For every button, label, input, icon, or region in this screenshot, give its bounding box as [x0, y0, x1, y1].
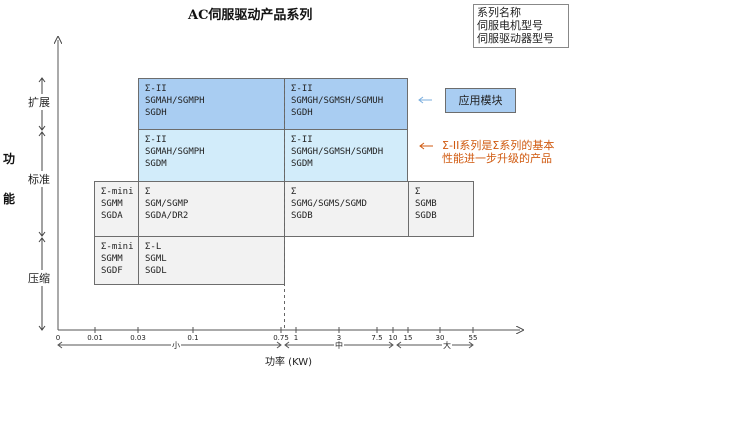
cell-sigma-l: Σ-L SGML SGDL: [138, 236, 285, 285]
x-tick-label: 0.1: [187, 334, 199, 342]
legend-series-name: 系列名称: [477, 6, 521, 19]
cell-motor: SGMM: [101, 199, 123, 209]
x-tick-label: 0.03: [130, 334, 146, 342]
cell-motor: SGMG/SGMS/SGMD: [291, 199, 367, 209]
sigma2-note: Σ-II系列是Σ系列的基本 性能进一步升级的产品: [442, 139, 554, 165]
cell-motor: SGMGH/SGMSH/SGMUH: [291, 96, 384, 106]
row-label-compact: 压缩: [28, 270, 50, 286]
range-label-large: 大: [442, 340, 452, 351]
cell-motor: SGMM: [101, 254, 123, 264]
range-arrows: [57, 341, 474, 349]
cell-standard-sigma2-medium: Σ-II SGMGH/SGMSH/SGMDH SGDM: [284, 129, 408, 182]
row-label-standard: 标准: [28, 171, 50, 187]
cell-series: Σ: [415, 187, 421, 197]
x-tick-label: 30: [435, 334, 445, 342]
x-tick-label: 7.5: [371, 334, 383, 342]
cell-sigma-mini-top: Σ-mini SGMM SGDA: [94, 181, 139, 237]
x-tick-label: 3: [336, 334, 342, 342]
x-axis-title: 功率 (KW): [265, 357, 313, 368]
x-tick-label: 1: [293, 334, 299, 342]
cell-driver: SGDH: [145, 108, 167, 118]
cell-motor: SGML: [145, 254, 167, 264]
range-label-small: 小: [171, 340, 181, 351]
cell-sigma-medium: Σ SGMG/SGMS/SGMD SGDB: [284, 181, 409, 237]
x-tick-label: 0.01: [87, 334, 103, 342]
app-module-box: 应用模块: [445, 88, 516, 113]
note-line-1: Σ-II系列是Σ系列的基本: [442, 139, 555, 152]
cell-driver: SGDF: [101, 266, 123, 276]
cell-driver: SGDM: [291, 159, 313, 169]
arrow-app-module: [418, 96, 432, 104]
cell-standard-sigma2-small: Σ-II SGMAH/SGMPH SGDM: [138, 129, 285, 182]
cell-extension-small: Σ-II SGMAH/SGMPH SGDH: [138, 78, 285, 130]
cell-series: Σ-II: [145, 84, 167, 94]
y-axis-label-2: 能: [3, 192, 16, 206]
cell-driver: SGDH: [291, 108, 313, 118]
note-line-2: 性能进一步升级的产品: [442, 152, 552, 165]
function-range-arrows: [38, 77, 46, 331]
x-tick-label: 55: [468, 334, 478, 342]
cell-series: Σ-mini: [101, 187, 134, 197]
cell-motor: SGMAH/SGMPH: [145, 147, 205, 157]
cell-series: Σ-L: [145, 242, 162, 252]
cell-sigma-mini-bottom: Σ-mini SGMM SGDF: [94, 236, 139, 285]
cell-motor: SGMGH/SGMSH/SGMDH: [291, 147, 384, 157]
cell-series: Σ-II: [291, 84, 313, 94]
cell-series: Σ: [291, 187, 297, 197]
cell-motor: SGMB: [415, 199, 437, 209]
y-axis-label-1: 功: [3, 152, 16, 166]
cell-driver: SGDL: [145, 266, 167, 276]
cell-driver: SGDB: [415, 211, 437, 221]
cell-series: Σ-II: [145, 135, 167, 145]
cell-driver: SGDM: [145, 159, 167, 169]
legend-motor-model: 伺服电机型号: [477, 19, 543, 32]
x-tick-label: 15: [403, 334, 413, 342]
row-label-extension: 扩展: [28, 94, 50, 110]
cell-sigma-small: Σ SGM/SGMP SGDA/DR2: [138, 181, 285, 237]
range-label-medium: 中: [334, 340, 344, 351]
x-ticks: [94, 327, 474, 333]
cell-driver: SGDA/DR2: [145, 211, 189, 221]
cell-sigma-large: Σ SGMB SGDB: [408, 181, 474, 237]
x-tick-label: 0: [55, 334, 61, 342]
cell-motor: SGM/SGMP: [145, 199, 189, 209]
cell-driver: SGDA: [101, 211, 123, 221]
arrow-note: [419, 142, 433, 150]
cell-motor: SGMAH/SGMPH: [145, 96, 205, 106]
x-tick-label: 10: [388, 334, 398, 342]
x-tick-label: 0.75: [273, 334, 289, 342]
cell-series: Σ-mini: [101, 242, 134, 252]
diagram-title: AC伺服驱动产品系列: [188, 8, 313, 23]
cell-series: Σ-II: [291, 135, 313, 145]
cell-extension-medium: Σ-II SGMGH/SGMSH/SGMUH SGDH: [284, 78, 408, 130]
legend-box: 系列名称 伺服电机型号 伺服驱动器型号: [473, 4, 569, 48]
legend-driver-model: 伺服驱动器型号: [477, 32, 554, 45]
cell-series: Σ: [145, 187, 151, 197]
cell-driver: SGDB: [291, 211, 313, 221]
